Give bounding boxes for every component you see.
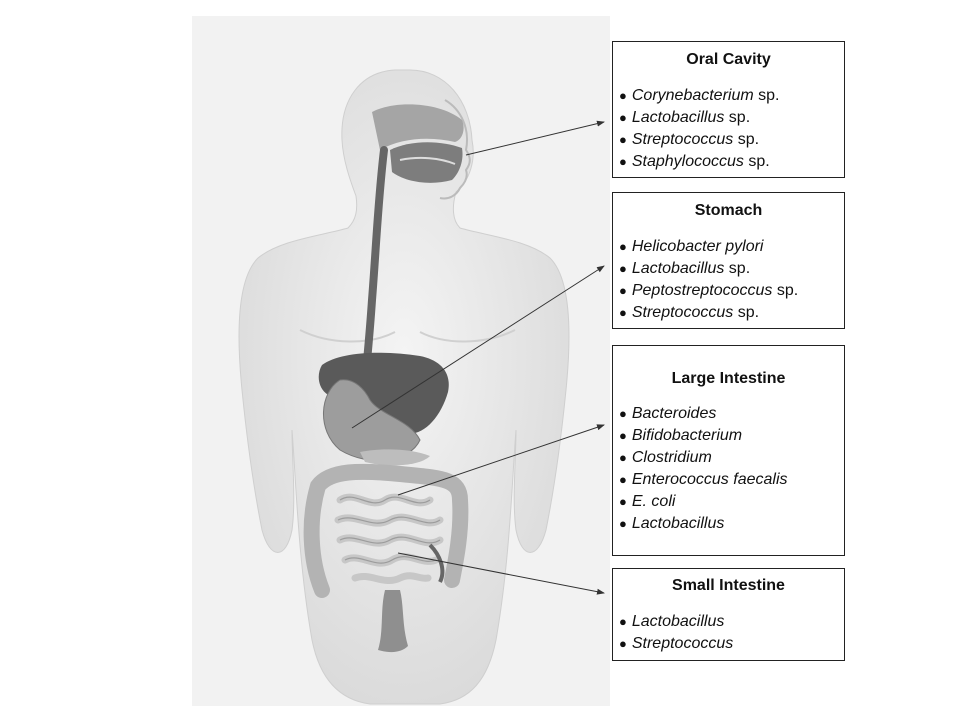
box-title: Stomach [694,202,763,219]
liver [318,352,449,434]
bacteria-list: ●Corynebacterium sp. ●Lactobacillus sp. … [613,85,844,173]
list-item: ●Peptostreptococcus sp. [619,282,799,299]
stomach-organ [323,379,421,462]
list-item: ●Lactobacillus [619,613,725,630]
intestine-folds [337,496,441,564]
pancreas [360,449,430,466]
list-item: ●Lactobacillus [619,515,725,532]
chest-contour [299,329,516,343]
sigmoid-colon [428,543,445,583]
bacteria-list: ●Helicobacter pylori ●Lactobacillus sp. … [613,236,844,324]
list-item: ●Helicobacter pylori [619,238,764,255]
list-item: ●Corynebacterium sp. [619,87,780,104]
list-item: ●Bacteroides [619,405,717,422]
leader-line-stomach [351,265,605,429]
list-item: ●Clostridium [619,449,712,466]
list-item: ●Enterococcus faecalis [619,471,788,488]
list-item: ●Bifidobacterium [619,427,743,444]
list-item: ●Staphylococcus sp. [619,153,770,170]
large-intestine-box: Large Intestine ●Bacteroides ●Bifidobact… [612,345,845,556]
box-title: Oral Cavity [686,51,771,68]
leader-line-small-intestine [397,552,605,595]
head-profile [439,99,471,200]
oral-cavity-organ [372,104,464,183]
list-item: ●Streptococcus sp. [619,131,760,148]
leader-line-oral-cavity [465,120,605,156]
list-item: ●Lactobacillus sp. [619,109,751,126]
list-item: ●Streptococcus [619,635,734,652]
stomach-box: Stomach ●Helicobacter pylori ●Lactobacil… [612,192,845,329]
oral-cavity-box: Oral Cavity ●Corynebacterium sp. ●Lactob… [612,41,845,178]
box-title: Large Intestine [671,370,786,387]
bacteria-list: ●Lactobacillus ●Streptococcus [613,611,844,655]
bacteria-list: ●Bacteroides ●Bifidobacterium ●Clostridi… [613,403,844,535]
leader-line-large-intestine [397,424,605,496]
list-item: ●E. coli [619,493,676,510]
list-item: ●Lactobacillus sp. [619,260,751,277]
large-intestine-organ [303,463,469,598]
box-title: Small Intestine [672,577,785,594]
rectum [378,590,408,653]
esophagus [362,146,388,376]
list-item: ●Streptococcus sp. [619,304,760,321]
small-intestine-box: Small Intestine ●Lactobacillus ●Streptoc… [612,568,845,661]
